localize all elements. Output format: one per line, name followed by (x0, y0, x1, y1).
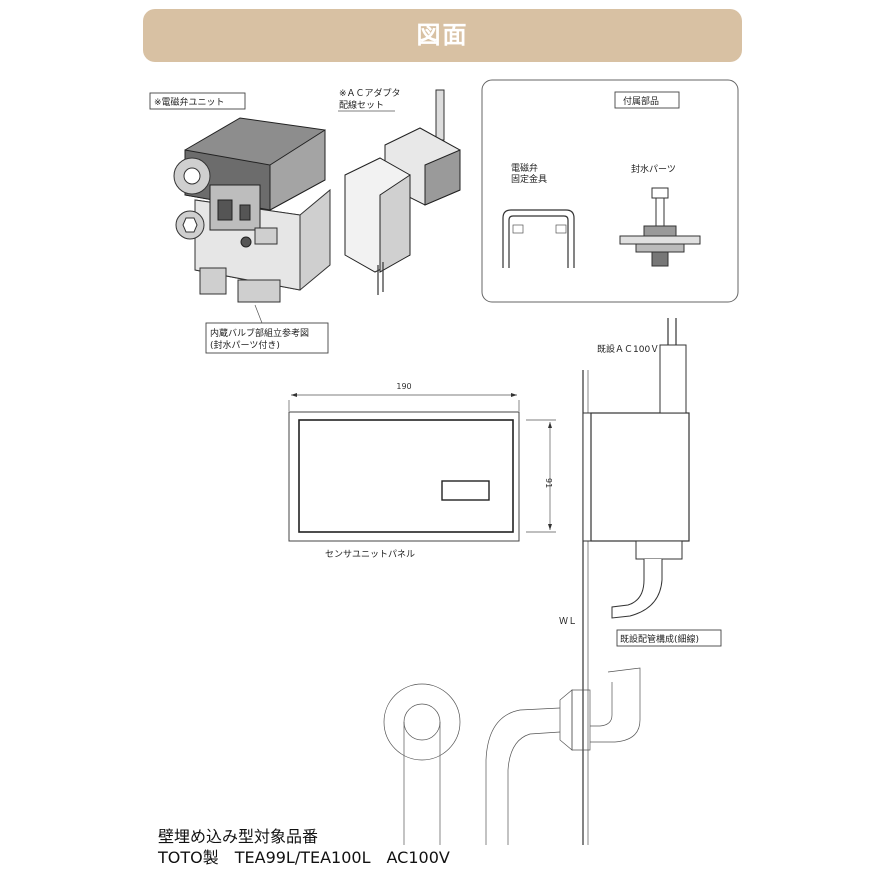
wall-line-label: ＷＬ (559, 617, 577, 627)
ac-adapter-drawing: ※ＡＣアダプタ 配線セット (338, 87, 461, 295)
sensor-window (441, 480, 490, 501)
footer-line-2: TOTO製 TEA99L/TEA100L AC100V (158, 848, 450, 867)
bracket-label-2: 固定金具 (511, 173, 547, 185)
page-title: 図面 (416, 21, 469, 49)
side-view-drawing: 既設ＡＣ100Ｖ ＷＬ 既設配管構成(細線) (383, 318, 722, 845)
valve-assembly-label-1: 内蔵バルブ部組立参考図 (210, 327, 309, 339)
sensor-panel-label: センサユニットパネル (325, 549, 415, 560)
valve-assembly-label: 内蔵バルブ部組立参考図 (封水パーツ付き) (205, 304, 329, 354)
footer-line-1: 壁埋め込み型対象品番 (158, 827, 319, 846)
header-banner: 図面 (143, 9, 742, 62)
accessories-panel: 付属部品 電磁弁 固定金具 封水パーツ (481, 79, 739, 303)
seal-parts-label: 封水パーツ (631, 163, 676, 175)
valve-assembly-label-2: (封水パーツ付き) (210, 339, 280, 351)
accessories-label: 付属部品 (623, 95, 659, 107)
solenoid-unit-label-box (149, 92, 246, 110)
dimension-width: 190 (396, 382, 411, 391)
ac-adapter-label-2: 配線セット (339, 99, 384, 111)
existing-piping-label: 既設配管構成(細線) (620, 633, 699, 645)
footer-text: 壁埋め込み型対象品番 TOTO製 TEA99L/TEA100L AC100V (158, 826, 450, 868)
sensor-panel-drawing: 190 91 センサユニットパネル (288, 382, 556, 560)
ac-adapter-label-1: ※ＡＣアダプタ (339, 87, 401, 99)
bracket-label-1: 電磁弁 (511, 162, 538, 174)
solenoid-unit-label: ※電磁弁ユニット (154, 96, 225, 108)
dimension-height: 91 (544, 478, 553, 488)
solenoid-unit-drawing: ※電磁弁ユニット (149, 92, 331, 303)
existing-ac-label: 既設ＡＣ100Ｖ (597, 343, 659, 355)
